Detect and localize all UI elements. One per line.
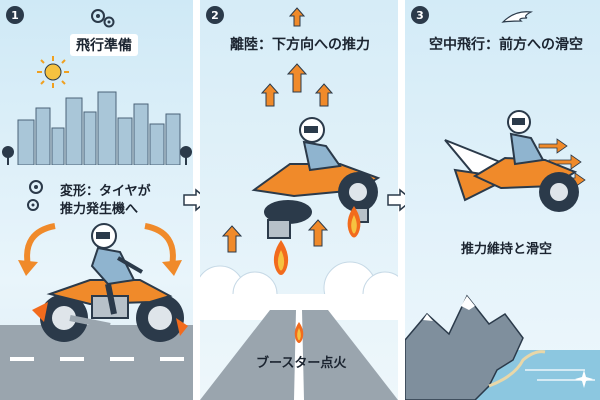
panel-3-title: 空中飛行：前方への滑空 [429,37,583,53]
motorcycle-takeoff [251,117,381,239]
sparkle-icon [575,370,593,388]
panel-2-bottom-label: ブースター点火 [256,356,347,371]
panel-1-step-label-line1: 変形：タイヤが [60,184,151,199]
panel-3-mid-label: 推力維持と滑空 [461,242,553,257]
panel-2-title: 離陸：下方向への推力 [230,37,370,53]
step-number-3: 3 [411,6,429,24]
step-number-1: 1 [6,6,24,24]
flame-icon [273,240,289,275]
gear-icon [91,9,115,28]
panel-1-title: 飛行準備 [70,34,138,56]
sun-icon [37,56,69,88]
flame-icon [347,206,361,238]
flame-icon [294,322,304,343]
transform-arrow-right [144,223,182,276]
panel-2-takeoff: 2 離陸：下方向への推力 [200,0,398,400]
panel-3-aerial-flight: 3 空中飛行：前方への滑空 推力維持と滑空 [405,0,600,400]
motorcycle-with-rider [32,223,188,342]
wing-icon [501,11,533,23]
cloud-bank [200,261,398,320]
motorcycle-gliding [444,110,579,212]
step-number-2: 2 [206,6,224,24]
transform-arrow-left [18,223,56,276]
upward-thrust-arrows [221,7,334,253]
panel-1-flight-preparation: 1 飛行準備 [0,0,193,400]
panel-1-step-label-line2: 推力発生機へ [60,202,139,217]
mountain-coast-landscape [405,294,600,400]
city-skyline [2,91,192,165]
gear-icon [27,180,43,211]
